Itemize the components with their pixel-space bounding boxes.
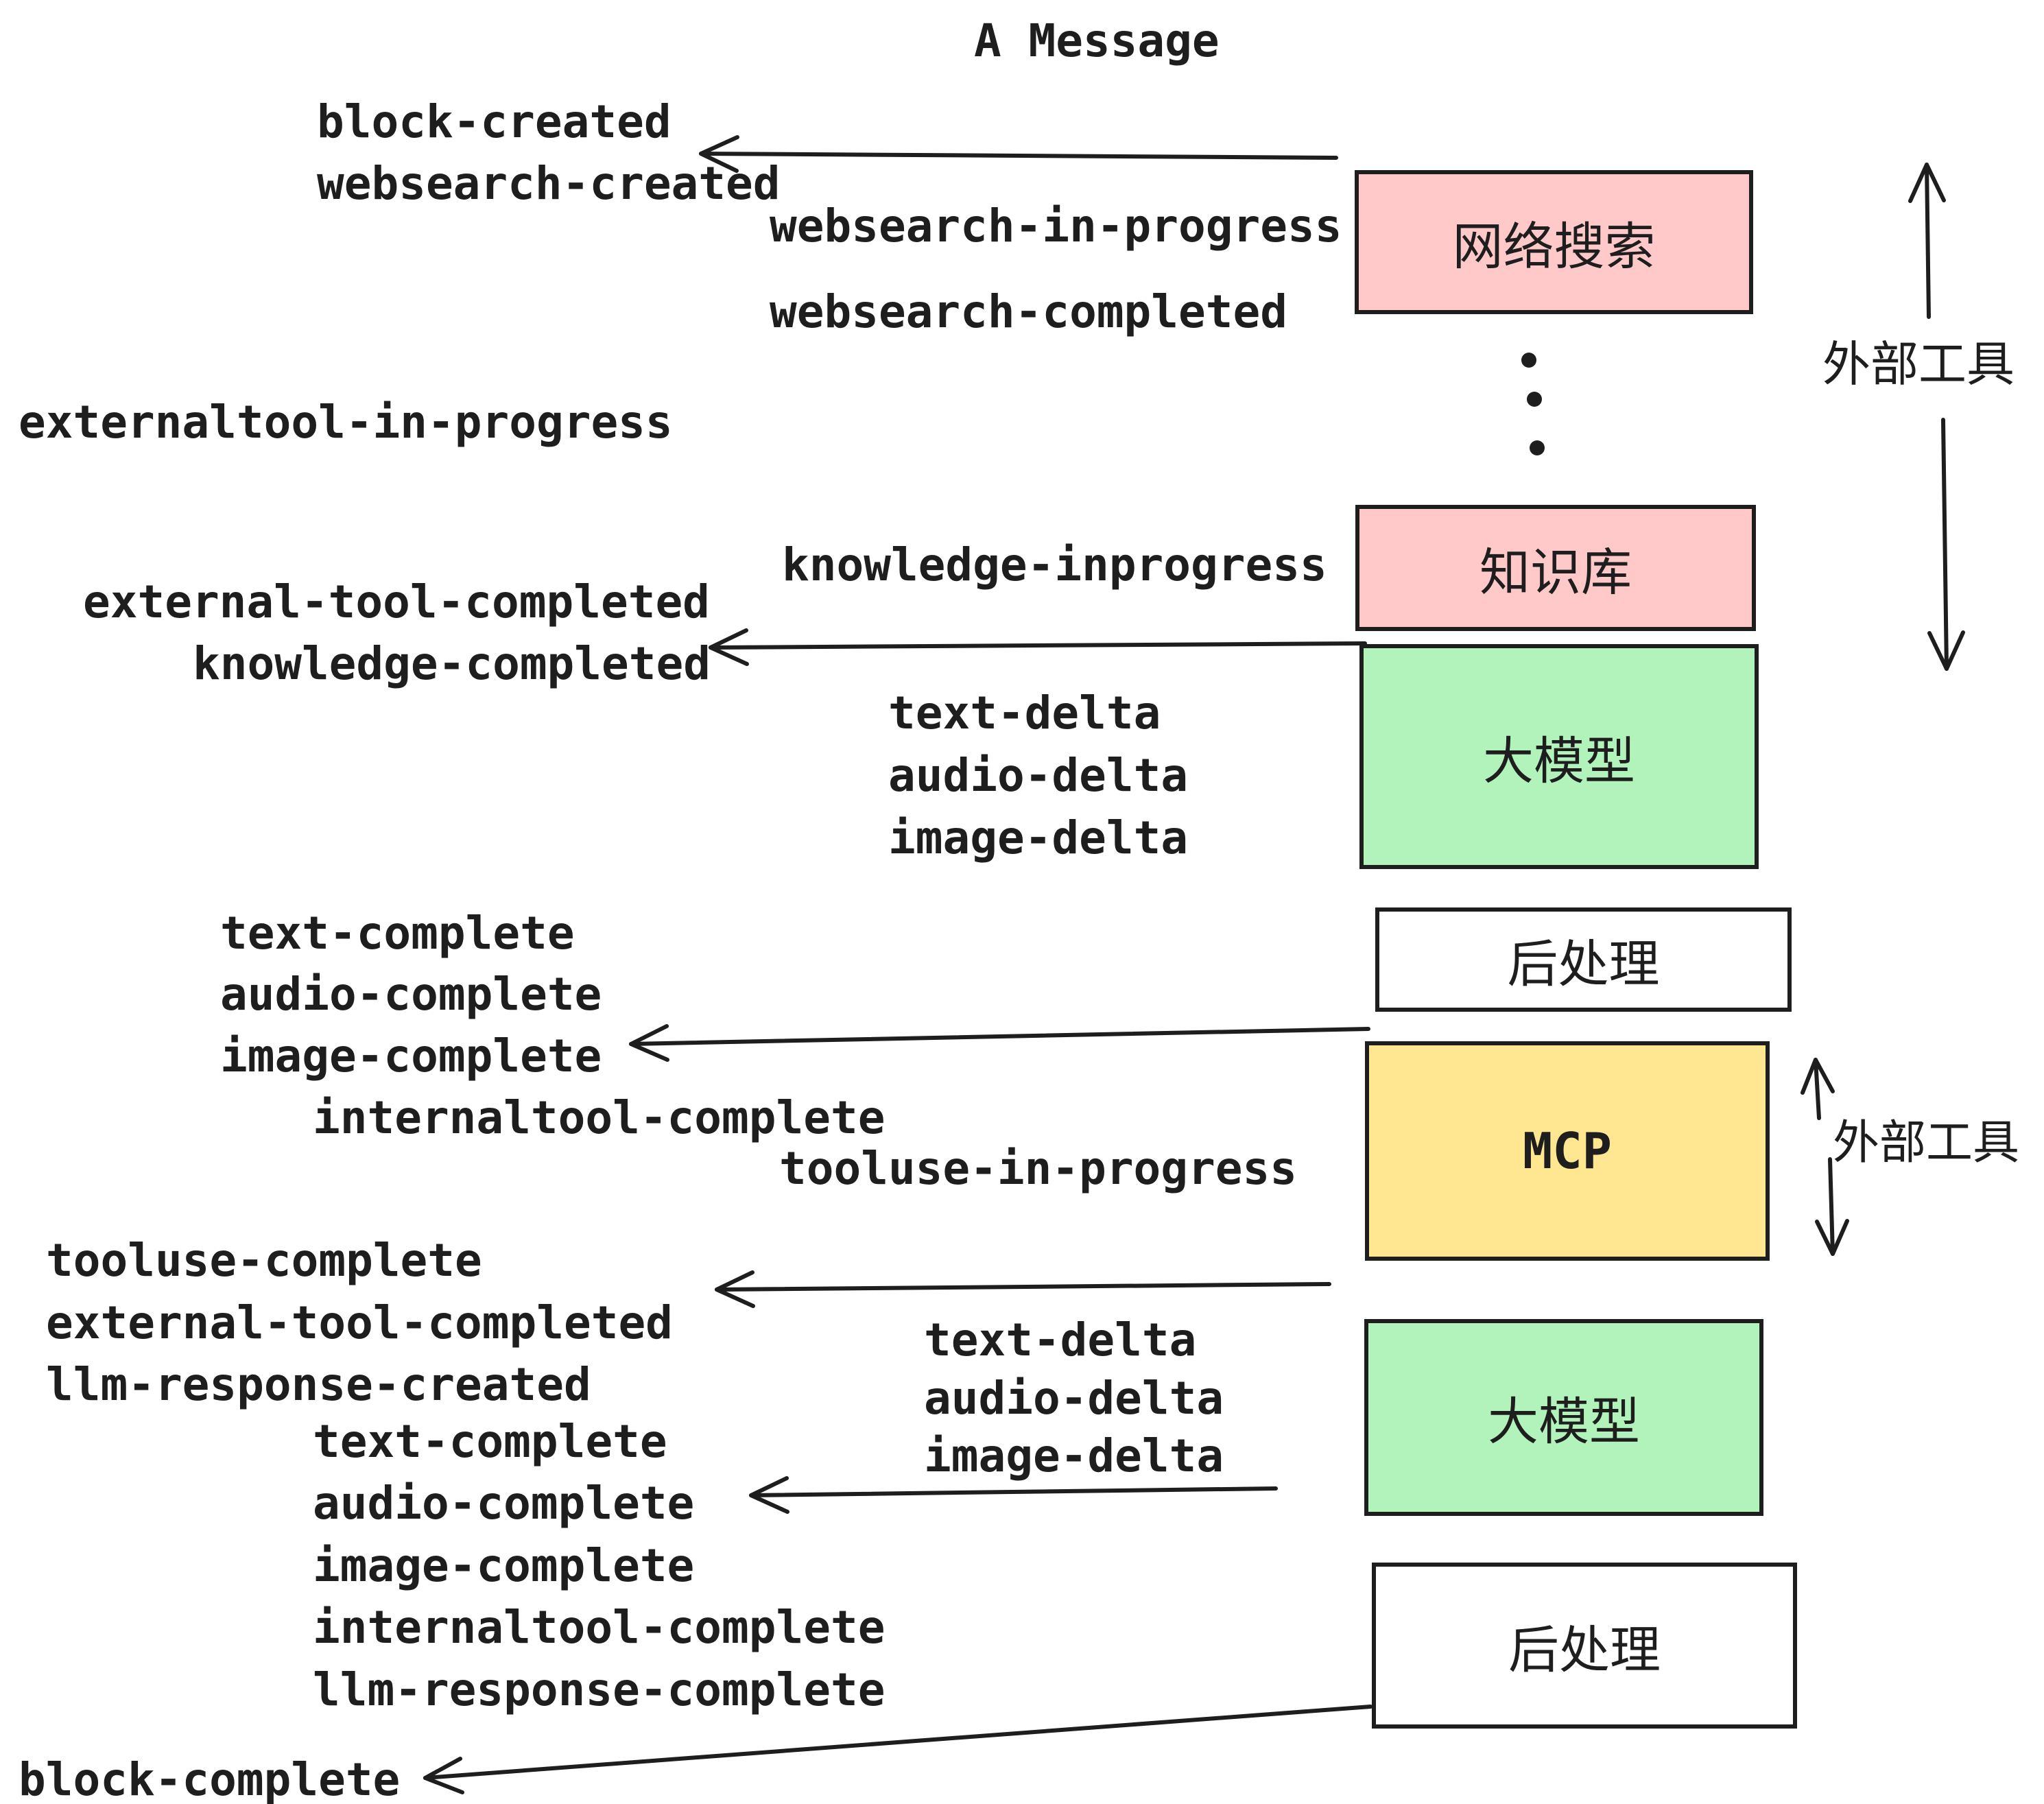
- event-text-complete: text-complete: [220, 907, 575, 960]
- box-llm-1: 大模型: [1359, 644, 1759, 869]
- event-audio-delta: audio-delta: [888, 749, 1189, 802]
- event-websearch-in-progress: websearch-in-progress: [770, 200, 1342, 252]
- box-knowledge: 知识库: [1355, 505, 1756, 631]
- event-block-created: block-created: [317, 95, 672, 148]
- ellipsis-dots-icon: [1521, 353, 1545, 455]
- external-tools-arrow-down-top: [1927, 418, 1965, 671]
- arrow-websearch-to-created: [699, 135, 1338, 173]
- box-postprocess-2: 后处理: [1372, 1563, 1797, 1729]
- external-tools-label-top: 外部工具: [1822, 336, 2015, 392]
- event-websearch-created: websearch-created: [317, 157, 781, 210]
- event-block-complete: block-complete: [19, 1753, 401, 1804]
- event-audio-delta-2: audio-delta: [924, 1372, 1224, 1425]
- external-tools-arrow-up-mid: [1801, 1058, 1835, 1120]
- event-internaltool-complete: internaltool-complete: [313, 1091, 886, 1144]
- event-image-delta: image-delta: [888, 811, 1189, 864]
- event-knowledge-completed: knowledge-completed: [193, 637, 711, 690]
- event-external-tool-completed-2: external-tool-completed: [46, 1296, 673, 1349]
- arrow-mcp-to-tooluse-complete: [715, 1270, 1331, 1308]
- event-text-delta-2: text-delta: [924, 1314, 1197, 1366]
- external-tools-arrow-up-top: [1908, 163, 1946, 319]
- event-audio-complete: audio-complete: [220, 968, 602, 1021]
- event-knowledge-inprogress: knowledge-inprogress: [782, 538, 1327, 591]
- event-image-complete: image-complete: [220, 1030, 602, 1082]
- box-llm-2: 大模型: [1364, 1319, 1763, 1516]
- event-tooluse-complete: tooluse-complete: [46, 1234, 482, 1287]
- external-tools-arrow-down-mid: [1815, 1157, 1849, 1256]
- diagram-title: A Message: [974, 14, 1220, 67]
- arrow-llm-to-knowledge-completed: [709, 628, 1367, 666]
- event-text-complete-2: text-complete: [313, 1415, 667, 1468]
- event-llm-response-complete: llm-response-complete: [313, 1663, 886, 1716]
- event-externaltool-in-progress: externaltool-in-progress: [19, 396, 673, 449]
- event-internaltool-complete-2: internaltool-complete: [313, 1601, 886, 1654]
- event-image-complete-2: image-complete: [313, 1539, 695, 1592]
- box-postprocess-1: 后处理: [1375, 907, 1792, 1012]
- event-websearch-completed: websearch-completed: [770, 285, 1287, 338]
- event-tooluse-in-progress: tooluse-in-progress: [779, 1142, 1297, 1195]
- box-websearch: 网络搜索: [1355, 170, 1753, 314]
- event-audio-complete-2: audio-complete: [313, 1477, 695, 1530]
- event-image-delta-2: image-delta: [924, 1429, 1224, 1482]
- box-mcp: MCP: [1365, 1041, 1770, 1261]
- event-text-delta: text-delta: [888, 687, 1161, 739]
- external-tools-label-mid: 外部工具: [1833, 1116, 2020, 1170]
- event-llm-response-created: llm-response-created: [46, 1358, 591, 1411]
- arrow-post-to-image-complete: [629, 1024, 1370, 1062]
- event-external-tool-completed: external-tool-completed: [83, 575, 710, 628]
